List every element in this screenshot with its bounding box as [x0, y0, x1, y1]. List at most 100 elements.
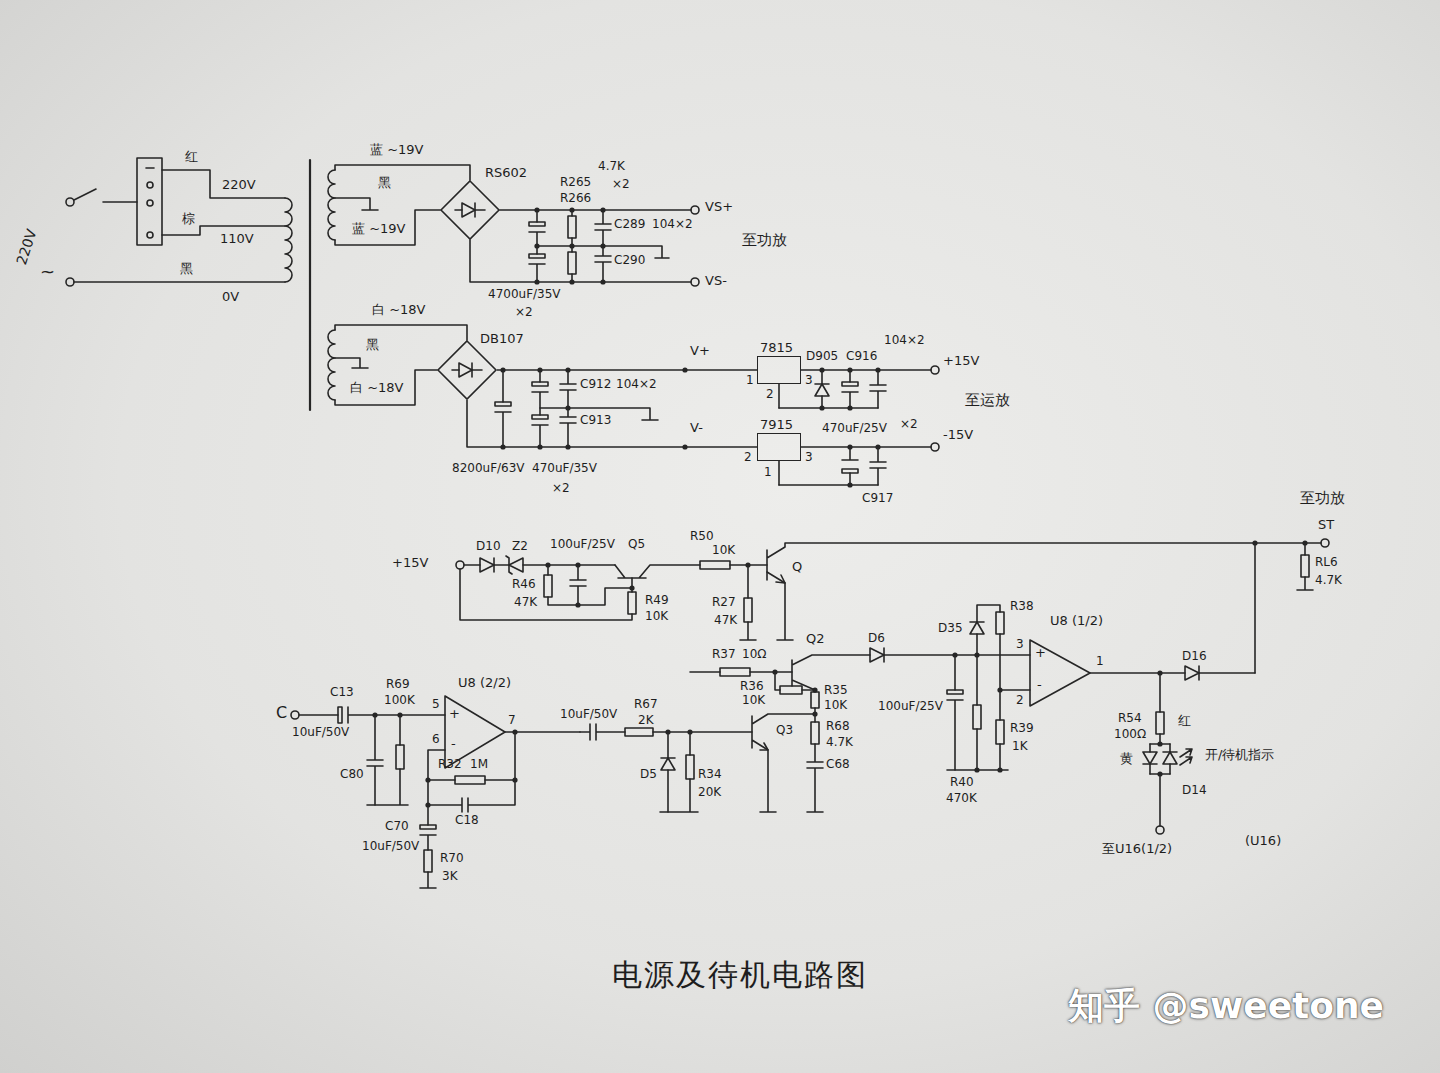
opamp-supply [842, 469, 858, 473]
junction-dot [665, 729, 670, 734]
component-label: 470uF/25V [822, 422, 887, 435]
component-label: 蓝 ~19V [370, 143, 423, 157]
bridge-rectifier: DB107 [437, 340, 497, 400]
component-label: 0V [222, 290, 239, 304]
watermark: 知乎 @sweetone [1068, 986, 1384, 1026]
signal-detector-circuit [661, 758, 675, 770]
component-label: R49 [645, 594, 669, 607]
junction-dot [600, 279, 605, 284]
component-label: 47K [714, 614, 737, 627]
power-amp-supply [529, 222, 545, 226]
component-label: 2K [638, 714, 654, 727]
opamp-supply [495, 402, 511, 406]
component-label: R39 [1010, 722, 1034, 735]
component-label: 红 [1178, 714, 1191, 728]
component-label: 104×2 [652, 218, 693, 231]
regulator-box: 7815 [757, 356, 801, 384]
standby-detector-circuit [780, 686, 802, 694]
component-label: + [449, 707, 460, 721]
component-label: 3K [442, 870, 458, 883]
junction-dot [569, 207, 574, 212]
junction-dot [1302, 540, 1307, 545]
component-label: ×2 [552, 482, 570, 495]
component-label: -15V [943, 428, 973, 442]
mains-wiring [74, 189, 137, 202]
component-label: R69 [386, 678, 410, 691]
component-label: C917 [862, 492, 893, 505]
junction-dot [600, 207, 605, 212]
opamp-supply [815, 370, 829, 408]
signal-detector-circuit [299, 707, 445, 723]
component-label: 3 [1016, 638, 1024, 651]
junction-dot [847, 367, 852, 372]
component-label: C [276, 704, 287, 722]
component-label: C290 [614, 254, 645, 267]
component-label: 至功放 [1300, 490, 1345, 507]
component-label: ×2 [515, 306, 533, 319]
opamp-supply [452, 363, 482, 377]
component-label: 至功放 [742, 232, 787, 249]
component-label: 1 [746, 374, 754, 387]
mains-wiring [137, 158, 162, 245]
component-label: 4.7K [826, 736, 853, 749]
component-label: 20K [698, 786, 721, 799]
component-label: 100uF/25V [878, 700, 943, 713]
standby-detector-circuit [811, 722, 819, 744]
junction-dot [974, 767, 979, 772]
standby-delay-circuit [456, 561, 464, 569]
standby-delay-circuit [1321, 539, 1329, 547]
component-label: 6 [432, 733, 440, 746]
component-label: 至U16(1/2) [1102, 842, 1172, 856]
junction-dot [1157, 670, 1162, 675]
standby-delay-circuit [544, 575, 552, 597]
component-label: Q2 [806, 632, 825, 646]
component-label: R266 [560, 192, 591, 205]
signal-detector-circuit [580, 724, 752, 740]
junction-dot [1157, 741, 1162, 746]
component-label: 1 [764, 466, 772, 479]
opamp-supply [842, 447, 858, 485]
component-label: R35 [824, 684, 848, 697]
standby-detector-circuit [1163, 744, 1177, 774]
component-label: C916 [846, 350, 877, 363]
component-label: - [1037, 678, 1042, 692]
standby-detector-circuit [760, 743, 768, 750]
standby-delay-circuit [767, 572, 793, 640]
component-label: 3 [805, 374, 813, 387]
component-label: C13 [330, 686, 354, 699]
opamp-supply [495, 370, 511, 447]
standby-detector-circuit [1143, 744, 1157, 774]
component-label: R34 [698, 768, 722, 781]
junction-dot [629, 585, 634, 590]
opamp-supply [779, 484, 878, 486]
power-amp-supply [328, 165, 699, 286]
signal-detector-circuit [420, 835, 436, 888]
opamp-supply [801, 446, 931, 448]
component-label: U8 (2/2) [458, 676, 511, 690]
component-label: 10K [742, 694, 765, 707]
standby-delay-circuit [744, 598, 752, 622]
regulator-box: 7915 [757, 433, 801, 461]
standby-delay-circuit [509, 558, 523, 572]
component-label: C912 [580, 378, 611, 391]
component-label: 220V [222, 178, 256, 192]
junction-dot [1157, 771, 1162, 776]
standby-delay-circuit [700, 561, 730, 569]
component-label: 10K [645, 610, 668, 623]
bridge-outline [438, 341, 496, 399]
component-label: VS+ [705, 200, 733, 214]
standby-detector-circuit [1185, 666, 1199, 680]
junction-dot [512, 729, 517, 734]
component-label: 104×2 [884, 334, 925, 347]
mains-wiring [162, 170, 285, 198]
component-label: D5 [640, 768, 657, 781]
junction-dot [575, 562, 580, 567]
power-rail [467, 400, 757, 447]
component-label: R36 [740, 680, 764, 693]
junction-dot [772, 669, 777, 674]
part-number: 7915 [760, 418, 793, 432]
component-label: D10 [476, 540, 501, 553]
component-label: Q5 [628, 538, 645, 551]
